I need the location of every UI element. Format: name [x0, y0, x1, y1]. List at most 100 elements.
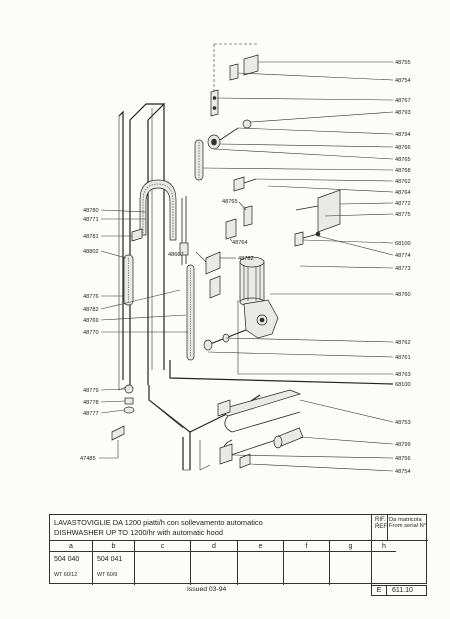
- page-reference: E 611.10: [371, 585, 427, 596]
- washer-48779: [124, 384, 134, 394]
- part-label: 48756: [395, 456, 411, 462]
- model-code: 504 040: [54, 556, 80, 563]
- bracket-48772: [317, 189, 341, 233]
- part-label: 48794: [395, 132, 411, 138]
- title-cell: LAVASTOVIGLIE DA 1200 piatti/h con solle…: [50, 515, 372, 541]
- part-labels-right: 48755 48754 48767 48793 48794 48766 4876…: [395, 60, 411, 475]
- drive-chain-vertical: [186, 264, 195, 361]
- part-label: 48780: [83, 208, 99, 214]
- part-label: 48774: [395, 253, 411, 259]
- part-label: 48776: [83, 294, 99, 300]
- part-label: 48782: [238, 256, 254, 262]
- part-label: 68100: [395, 241, 411, 247]
- column-header-g: g: [330, 541, 372, 552]
- code-cell-b: 504 041 WT 60/9: [93, 552, 135, 585]
- part-label: 68100: [395, 382, 411, 388]
- serial-label: Da matricola From serial N°: [389, 517, 427, 530]
- part-label: 48762: [395, 340, 411, 346]
- part-label: 48762: [395, 179, 411, 185]
- part-label: 48782: [83, 307, 99, 313]
- hood-arm-48753: [217, 389, 302, 457]
- parts: [111, 54, 341, 469]
- part-label: 48754: [395, 78, 411, 84]
- bracket-lower: [209, 275, 221, 299]
- part-label: 48770: [83, 330, 99, 336]
- part-label: 48766: [395, 145, 411, 151]
- leader-lines-right: [169, 61, 394, 472]
- plate-48767: [210, 89, 219, 117]
- part-label: 48667: [168, 252, 184, 258]
- title-english: DISHWASHER UP TO 1200/hr with automatic …: [54, 528, 223, 537]
- part-labels-center: 48765 48764 48667 48782: [168, 199, 254, 262]
- bracket-48762: [233, 176, 245, 192]
- column-header-d: d: [191, 541, 238, 552]
- code-cell-h: [372, 552, 428, 585]
- roller-48799: [273, 427, 304, 449]
- part-label: 48768: [395, 168, 411, 174]
- column-header-e: e: [238, 541, 284, 552]
- title-italian: LAVASTOVIGLIE DA 1200 piatti/h con solle…: [54, 518, 263, 527]
- code-cell-c: [135, 552, 191, 585]
- plate-68100: [294, 231, 304, 247]
- reference-cell: RIF. REF. Da matricola From serial N°: [372, 515, 428, 541]
- code-cell-g: [330, 552, 372, 585]
- code-cell-d: [191, 552, 238, 585]
- part-label: 48773: [395, 266, 411, 272]
- bracket-48754: [229, 63, 239, 81]
- pin-48793: [242, 119, 252, 129]
- bush-48777: [123, 406, 135, 414]
- bracket-48756: [219, 443, 233, 465]
- part-label: 48779: [83, 388, 99, 394]
- part-label: 48802: [83, 249, 99, 255]
- part-label: 48763: [395, 372, 411, 378]
- part-label: 48793: [395, 110, 411, 116]
- clip-48781: [131, 228, 143, 242]
- part-label: 48781: [83, 234, 99, 240]
- code-cell-a: 504 040 WT 60/12: [50, 552, 93, 585]
- part-label: 47485: [80, 456, 96, 462]
- chain-guide-48780: [139, 179, 177, 241]
- leader-lines-left: [99, 209, 188, 459]
- model-name: WT 60/9: [97, 572, 118, 578]
- page-letter: E: [372, 586, 387, 595]
- nut-48778: [124, 397, 134, 405]
- part-label: 48778: [83, 400, 99, 406]
- part-label: 48764: [395, 190, 411, 196]
- column-header-a: a: [50, 541, 93, 552]
- leader-lines-center: [195, 201, 247, 263]
- part-label: 48777: [83, 411, 99, 417]
- part-label: 48765: [222, 199, 238, 205]
- block-48765: [243, 205, 253, 227]
- part-label: 48769: [83, 318, 99, 324]
- part-labels-left: 48780 48771 48781 48802 48776 48782 4876…: [80, 208, 99, 462]
- issue-date: Issued 03-94: [187, 586, 227, 593]
- part-label: 48765: [395, 157, 411, 163]
- key-47485: [111, 425, 125, 441]
- column-header-h: h: [372, 541, 396, 552]
- bracket-48754-lower: [239, 453, 251, 469]
- part-label: 48771: [83, 217, 99, 223]
- model-code: 504 041: [97, 556, 123, 563]
- motor-48760: [239, 256, 279, 339]
- column-header-f: f: [284, 541, 330, 552]
- machine-column: [118, 43, 261, 471]
- part-label: 48761: [395, 355, 411, 361]
- code-cell-f: [284, 552, 330, 585]
- part-label: 48754: [395, 469, 411, 475]
- part-label: 48755: [395, 60, 411, 66]
- part-label: 48767: [395, 98, 411, 104]
- part-label: 48764: [232, 240, 248, 246]
- block-48764: [225, 218, 237, 240]
- ref-label: RIF. REF.: [375, 517, 389, 530]
- column-header-c: c: [135, 541, 191, 552]
- part-label: 48799: [395, 442, 411, 448]
- drive-chain-upper: [194, 139, 204, 181]
- bracket-48755: [243, 54, 259, 76]
- code-cell-e: [238, 552, 284, 585]
- part-label: 48772: [395, 201, 411, 207]
- model-name: WT 60/12: [54, 572, 78, 578]
- part-label: 48775: [395, 212, 411, 218]
- part-label: 48753: [395, 420, 411, 426]
- ref-divider: [387, 515, 388, 541]
